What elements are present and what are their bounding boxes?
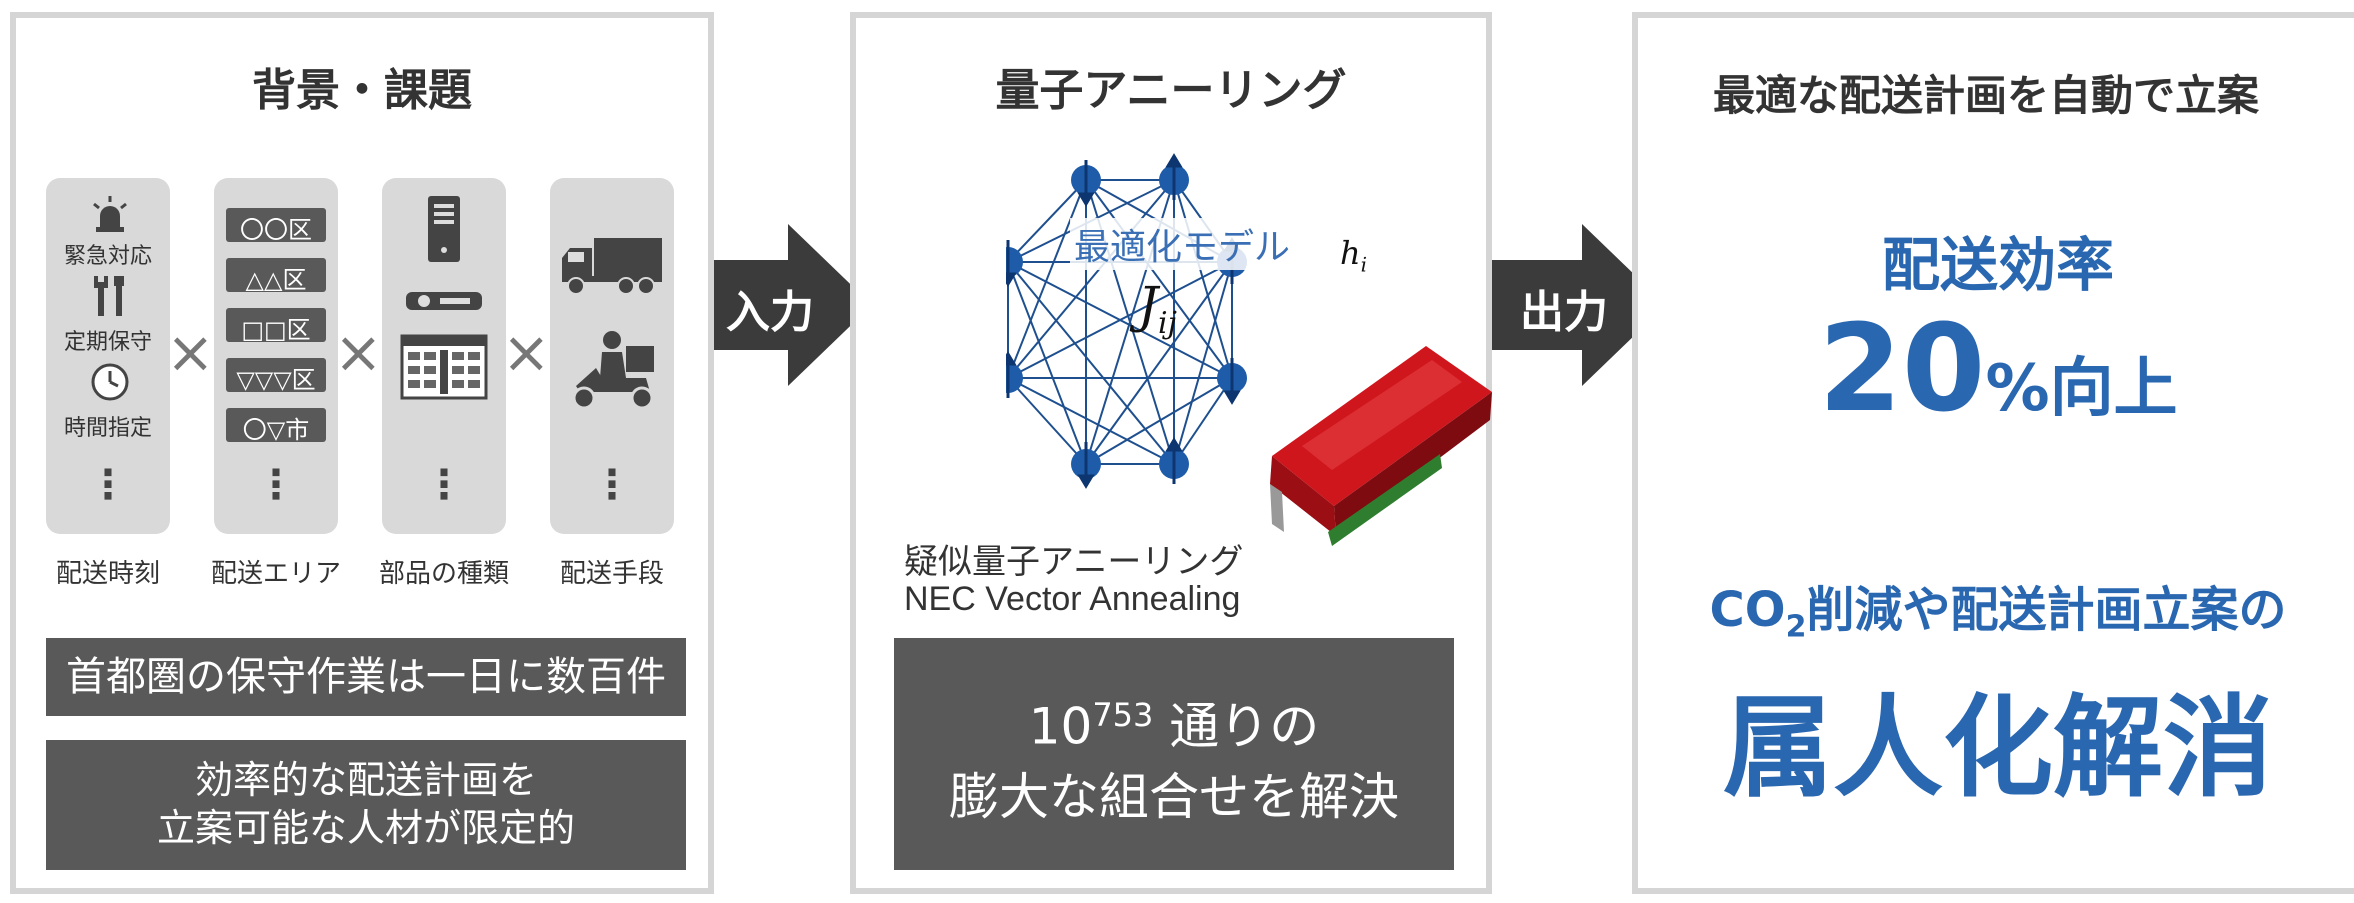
efficiency-number: 20 (1818, 300, 1986, 439)
delivery-scooter-icon (572, 331, 654, 410)
limited-talent-line1: 効率的な配送計画を (194, 758, 537, 802)
efficiency-label: 配送効率 (1881, 231, 2114, 299)
alarm-icon (93, 196, 127, 232)
parts-type-column: ⋮ (382, 178, 506, 534)
combinations-base: 10 (1028, 697, 1093, 756)
area-tag-label: ▽▽▽区 (236, 366, 316, 394)
combinations-exponent: 753 (1092, 696, 1154, 734)
limited-talent-box: 効率的な配送計画を 立案可能な人材が限定的 (46, 740, 686, 870)
output-arrow-label: 出力 (1520, 287, 1608, 338)
hi-base: h (1340, 234, 1361, 272)
maintenance-volume-box: 首都圏の保守作業は一日に数百件 (46, 638, 686, 716)
delivery-method-label: 配送手段 (559, 559, 664, 589)
area-tag: △△区 (226, 258, 326, 294)
panel-title: 背景・課題 (252, 65, 472, 116)
efficiency-value: 20%向上 (1638, 300, 2354, 439)
time-specified-label: 時間指定 (63, 416, 152, 441)
background-issues-panel: 背景・課題 緊急対応 定期保守 時間指定 ⋮ 〇〇区 △△区 □□区 ▽▽ (10, 12, 714, 894)
multiply-symbol: × (502, 318, 551, 386)
combinations-line2: 膨大な組合せを解決 (949, 767, 1399, 826)
more-dots: ⋮ (424, 462, 464, 508)
parts-type-label: 部品の種類 (378, 559, 509, 589)
area-tag: 〇▽市 (226, 408, 326, 444)
area-tag: □□区 (226, 308, 326, 344)
jij-term: Jij (1138, 276, 1177, 341)
input-arrow (714, 224, 872, 386)
area-tag: ▽▽▽区 (226, 358, 326, 394)
server-tower-icon (428, 196, 460, 262)
delivery-area-column: 〇〇区 △△区 □□区 ▽▽▽区 〇▽市 ⋮ (214, 178, 338, 534)
input-arrow-label: 入力 (726, 287, 814, 338)
area-tag: 〇〇区 (226, 208, 326, 244)
cabinet-icon (400, 334, 488, 400)
co2-prefix: CO (1709, 582, 1786, 638)
co2-reduction-text: CO2削減や配送計画立案の (1638, 570, 2354, 645)
projector-device-icon (406, 292, 482, 310)
co2-rest: 削減や配送計画立案の (1806, 582, 2287, 638)
vector-engine-card-image (1270, 346, 1492, 546)
personalization-elimination-text: 属人化解消 (1723, 684, 2273, 812)
area-tag-label: △△区 (245, 266, 307, 294)
tools-icon (94, 276, 124, 316)
product-line1: 疑似量子アニーリング (904, 542, 1244, 582)
delivery-area-label: 配送エリア (210, 559, 341, 589)
delivery-method-column: ⋮ (550, 178, 674, 534)
panel-title: 最適な配送計画を自動で立案 (1712, 71, 2259, 120)
area-tag-label: 〇〇区 (240, 216, 312, 244)
more-dots: ⋮ (592, 462, 632, 508)
jij-base: J (1138, 276, 1159, 334)
hi-term: hi (1340, 234, 1367, 276)
clock-icon (91, 363, 129, 401)
truck-icon (562, 238, 662, 295)
hi-sub: i (1360, 252, 1368, 277)
emergency-label: 緊急対応 (63, 244, 152, 269)
panel-title: 量子アニーリング (995, 65, 1347, 116)
combinations-line1: 10753 通りの (894, 680, 1454, 762)
multiply-symbol: × (334, 318, 383, 386)
optimization-model-label: 最適化モデル (1070, 218, 1295, 270)
periodic-maintenance-label: 定期保守 (63, 330, 152, 355)
co2-subscript: 2 (1785, 609, 1807, 645)
efficiency-suffix: %向上 (1985, 352, 2178, 426)
more-dots: ⋮ (256, 462, 296, 508)
more-dots: ⋮ (88, 462, 128, 508)
area-tag-label: 〇▽市 (242, 416, 310, 444)
delivery-time-column: 緊急対応 定期保守 時間指定 ⋮ (46, 178, 170, 534)
product-line2: NEC Vector Annealing (904, 580, 1241, 618)
combinations-rest: 通りの (1153, 697, 1320, 756)
result-panel: 最適な配送計画を自動で立案 配送効率 20%向上 CO2削減や配送計画立案の 属… (1632, 12, 2354, 894)
area-tag-label: □□区 (241, 316, 311, 344)
delivery-time-label: 配送時刻 (55, 559, 160, 589)
output-arrow (1492, 224, 1666, 386)
multiply-symbol: × (166, 318, 215, 386)
jij-sub: ij (1158, 306, 1177, 341)
limited-talent-line2: 立案可能な人材が限定的 (156, 806, 575, 850)
combinations-box: 10753 通りの 膨大な組合せを解決 (894, 638, 1454, 870)
quantum-annealing-panel: 量子アニーリング (850, 12, 1492, 894)
